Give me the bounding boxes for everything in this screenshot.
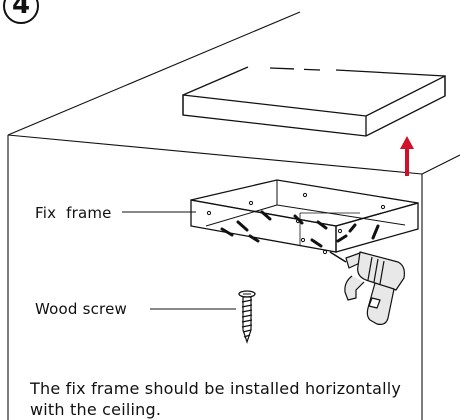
room-outline: [7, 11, 460, 420]
frame-screws: [220, 210, 380, 248]
ceiling-panel: [182, 66, 446, 137]
lift-arrow: [400, 136, 414, 176]
drill-icon: [329, 251, 405, 325]
fix-frame: [190, 179, 419, 253]
fix-frame-label: Fix frame: [35, 204, 112, 222]
label-leaders: [122, 211, 236, 310]
wood-screw-illustration: [238, 290, 256, 344]
wood-screw-label: Wood screw: [35, 300, 127, 318]
installation-note: The fix frame should be installed horizo…: [30, 379, 402, 419]
